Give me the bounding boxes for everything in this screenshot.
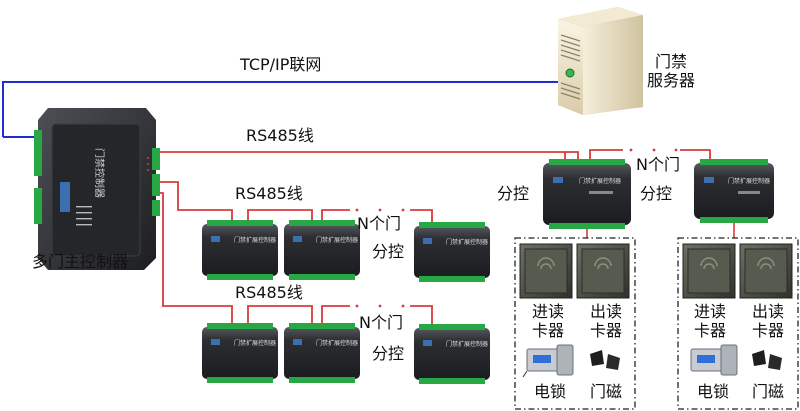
- branch-controller-top-1: 门禁扩展控制器: [543, 159, 631, 229]
- svg-text:门禁扩展控制器: 门禁扩展控制器: [728, 177, 770, 185]
- branch-controller-mid-2: 门禁扩展控制器: [284, 220, 360, 280]
- branch-controller-top-2: 门禁扩展控制器: [694, 159, 774, 223]
- branch-left-label: 分控: [497, 184, 530, 203]
- controller-icon: 门禁控制器: [34, 108, 160, 270]
- server-label-line2: 服务器: [647, 71, 696, 90]
- svg-text:门禁扩展控制器: 门禁扩展控制器: [316, 236, 358, 244]
- branch-controller-mid-1: 门禁扩展控制器: [202, 220, 278, 280]
- reader-out-2-label: 出读 卡器: [752, 302, 785, 340]
- svg-text:门禁扩展控制器: 门禁扩展控制器: [234, 236, 276, 244]
- n-doors-mid-label: N个门: [357, 214, 401, 233]
- n-doors-bot-label: N个门: [359, 313, 403, 332]
- branch-right-label: 分控: [640, 184, 673, 203]
- magnet-1-label: 门磁: [590, 382, 623, 401]
- branch-controller-bot-2: 门禁扩展控制器: [284, 323, 360, 383]
- reader-out-1-label: 出读 卡器: [590, 302, 623, 340]
- branch-mid-label: 分控: [372, 242, 405, 261]
- n-doors-top-label: N个门: [636, 155, 680, 174]
- tcp-ip-label: TCP/IP联网: [240, 55, 322, 74]
- svg-text:门禁扩展控制器: 门禁扩展控制器: [579, 177, 621, 185]
- svg-text:门禁扩展控制器: 门禁扩展控制器: [316, 339, 358, 347]
- svg-text:门禁扩展控制器: 门禁扩展控制器: [446, 340, 488, 348]
- card-reader-icon: [576, 243, 630, 299]
- main-controller-label: 多门主控制器: [32, 252, 129, 271]
- rs485-top-line: [150, 151, 579, 160]
- rs485-mid-chain-2: [321, 209, 350, 222]
- branch-controller-bot-3: 门禁扩展控制器: [414, 324, 490, 384]
- rs485-top-chain: [589, 149, 623, 160]
- reader-in-2-label: 进读 卡器: [694, 302, 727, 340]
- rs485-mid-label: RS485线: [235, 184, 303, 203]
- electric-lock-icon: [690, 344, 738, 376]
- card-reader-icon: [682, 243, 736, 299]
- branch-bot-label: 分控: [372, 344, 405, 363]
- reader-in-1-label: 进读 卡器: [532, 302, 565, 340]
- card-reader-icon: [739, 243, 793, 299]
- rs485-bot-chain: [247, 305, 313, 325]
- server-label-line1: 门禁: [655, 52, 688, 71]
- tcp-ip-line: [2, 81, 565, 137]
- ellipsis-bot: [355, 304, 405, 308]
- svg-text:门禁控制器: 门禁控制器: [93, 148, 106, 198]
- lock-1-label: 电锁: [534, 382, 567, 401]
- card-reader-icon: [519, 243, 573, 299]
- svg-text:门禁扩展控制器: 门禁扩展控制器: [446, 238, 488, 246]
- rs485-top-label: RS485线: [246, 126, 314, 145]
- peripheral-group-1: [514, 237, 636, 410]
- branch-controller-mid-3: 门禁扩展控制器: [414, 222, 490, 282]
- server-icon: [558, 7, 643, 115]
- branch-controller-bot-1: 门禁扩展控制器: [202, 323, 278, 383]
- rs485-bot-chain-2: [321, 305, 350, 325]
- lock-2-label: 电锁: [697, 382, 730, 401]
- ellipsis-top: [629, 148, 678, 152]
- door-magnet-icon: [752, 350, 782, 370]
- svg-text:门禁扩展控制器: 门禁扩展控制器: [234, 339, 276, 347]
- rs485-mid-line: [152, 181, 233, 222]
- electric-lock-icon: [522, 344, 574, 378]
- door-magnet-icon: [590, 350, 620, 370]
- rs485-bot-label: RS485线: [235, 283, 303, 302]
- rs485-top-chain-2: [680, 149, 711, 163]
- ellipsis-mid: [355, 208, 405, 212]
- rs485-mid-chain-3: [410, 209, 433, 225]
- peripheral-group-2: [677, 237, 799, 410]
- magnet-2-label: 门磁: [752, 382, 785, 401]
- rs485-bot-chain-3: [410, 305, 433, 326]
- rs485-mid-chain: [247, 209, 313, 222]
